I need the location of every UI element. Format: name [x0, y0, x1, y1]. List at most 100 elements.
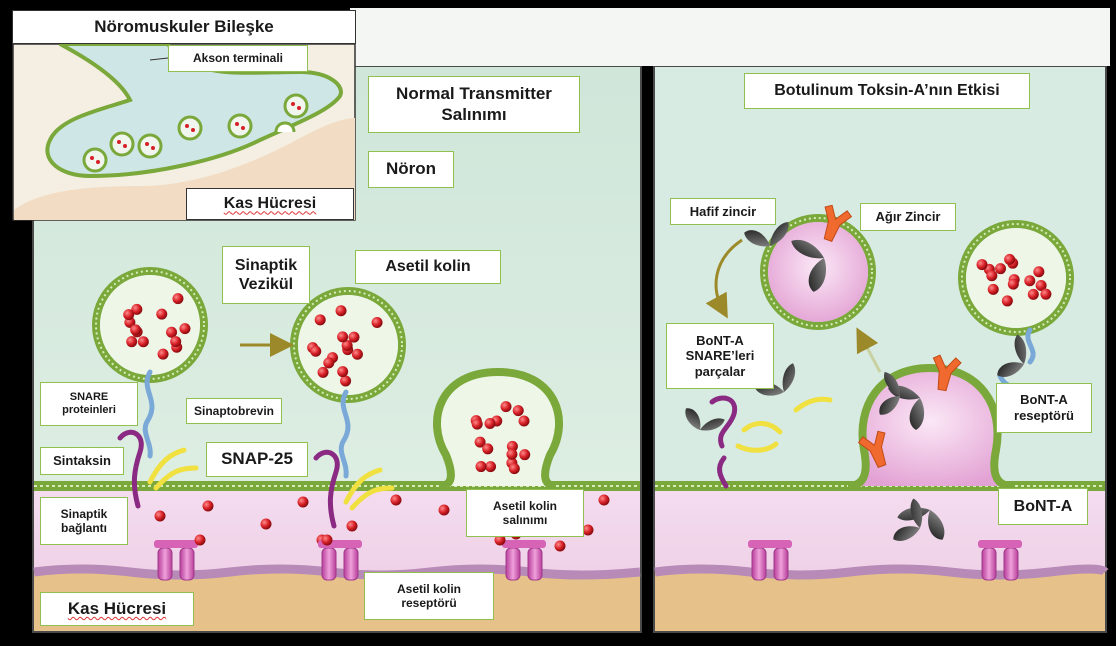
- inset-vesicle-dot-a-0: [90, 156, 94, 160]
- snap25-label: SNAP-25: [206, 442, 308, 477]
- ach-v2-14: [337, 331, 348, 342]
- ach-receptor-label: Asetil kolin reseptörü: [364, 572, 494, 620]
- light-chain-label: Hafif zincir: [670, 198, 776, 225]
- receptor-1-ach: [195, 535, 206, 546]
- inset-vesicle-dot-b-2: [191, 128, 195, 132]
- inset-fusion-pore: [276, 123, 294, 132]
- vesicle-1: [96, 271, 204, 379]
- inset-vesicle-dot-a-4: [291, 102, 295, 106]
- normal-release-title: Normal Transmitter Salınımı: [368, 76, 580, 133]
- inset-vesicle-dot-a-1: [145, 142, 149, 146]
- ach-v2-2: [340, 375, 351, 386]
- axon-terminal-label: Akson terminali: [168, 45, 308, 72]
- receptor-5-cap: [978, 540, 1022, 548]
- botulinum-title: Botulinum Toksin-A’nın Etkisi: [744, 73, 1030, 109]
- inset-vesicle-1: [139, 135, 161, 157]
- ach-rv2-2: [1033, 266, 1044, 277]
- ach-fusing-5: [506, 449, 517, 460]
- cleft-ach-5: [391, 495, 402, 506]
- inset-vesicle-dot-b-0: [96, 160, 100, 164]
- cleft-ach-9: [583, 525, 594, 536]
- synaptobrevin-label: Sinaptobrevin: [186, 398, 282, 424]
- ach-v2-12: [323, 357, 334, 368]
- ach-rv2-11: [1040, 289, 1051, 300]
- cleft-ach-3: [298, 497, 309, 508]
- receptor-3-left: [506, 548, 520, 580]
- receptor-3-ach-b: [555, 541, 566, 552]
- inset-vesicle-5: [111, 133, 133, 155]
- ach-v2-3: [336, 305, 347, 316]
- ach-v2-10: [348, 332, 359, 343]
- cleaves-snares-label: BoNT-A SNARE’leri parçalar: [666, 323, 774, 389]
- ach-v1-9: [138, 336, 149, 347]
- ach-fusing-0: [513, 405, 524, 416]
- inset-vesicle-4: [285, 95, 307, 117]
- receptor-4-right: [774, 548, 788, 580]
- ach-fusing-13: [482, 443, 493, 454]
- receptor-3-cap: [502, 540, 546, 548]
- snare-proteins-label: SNARE proteinleri: [40, 382, 138, 426]
- ach-fusing-15: [519, 449, 530, 460]
- ach-rv2-5: [1028, 289, 1039, 300]
- synaptic-vesicle-label: Sinaptik Vezikül: [222, 246, 310, 304]
- inset-muscle-label: Kas Hücresi: [186, 188, 354, 220]
- cleft-ach-4: [347, 521, 358, 532]
- ach-v2-6: [337, 366, 348, 377]
- receptor-2-ach: [322, 535, 333, 546]
- ach-v2-13: [310, 346, 321, 357]
- ach-v1-13: [123, 309, 134, 320]
- inset-vesicle-dot-b-4: [297, 106, 301, 110]
- ach-fusing-14: [472, 419, 483, 430]
- inset-vesicle-dot-b-5: [123, 144, 127, 148]
- ach-fusing-7: [485, 461, 496, 472]
- ach-fusing-4: [519, 416, 530, 427]
- receptor-5-right: [1004, 548, 1018, 580]
- receptor-4-left: [752, 548, 766, 580]
- receptor-1-cap: [154, 540, 198, 548]
- inset-vesicle-0: [84, 149, 106, 171]
- ach-rv2-10: [986, 270, 997, 281]
- ach-v2-5: [352, 349, 363, 360]
- inset-vesicle-dot-b-3: [241, 126, 245, 130]
- ach-rv2-13: [1002, 295, 1013, 306]
- heavy-chain-label: Ağır Zincir: [860, 203, 956, 231]
- receptor-4-cap: [748, 540, 792, 548]
- cleft-ach-0: [155, 511, 166, 522]
- ach-fusing-6: [509, 463, 520, 474]
- ach-fusing-11: [501, 401, 512, 412]
- cleft-ach-10: [599, 495, 610, 506]
- inset-vesicle-2: [179, 117, 201, 139]
- ach-rv2-3: [988, 284, 999, 295]
- ach-v2-1: [315, 314, 326, 325]
- ach-v1-12: [130, 324, 141, 335]
- inset-vesicle-dot-b-1: [151, 146, 155, 150]
- right-muscle-cytoplasm: [655, 572, 1105, 631]
- ach-v2-0: [318, 367, 329, 378]
- inset-vesicle-dot-a-3: [235, 122, 239, 126]
- receptor-2-right: [344, 548, 358, 580]
- synaptic-junction-label: Sinaptik bağlantı: [40, 497, 128, 545]
- receptor-1-right: [180, 548, 194, 580]
- fusing-vesicle: [437, 372, 559, 486]
- ach-v1-2: [156, 309, 167, 320]
- inset-title: Nöromuskuler Bileşke: [12, 10, 356, 44]
- receptor-2-left: [322, 548, 336, 580]
- acetylcholine-label: Asetil kolin: [355, 250, 501, 284]
- left-muscle-membrane: [34, 569, 640, 575]
- inset-vesicle-dot-a-5: [117, 140, 121, 144]
- bont-toxin-label: BoNT-A: [998, 488, 1088, 525]
- ach-rv2-6: [1024, 275, 1035, 286]
- ach-release-label: Asetil kolin salınımı: [466, 489, 584, 537]
- vesicle-2: [294, 291, 402, 399]
- receptor-5-left: [982, 548, 996, 580]
- inset-vesicle-dot-a-2: [185, 124, 189, 128]
- bont-receptor-label: BoNT-A reseptörü: [996, 383, 1092, 433]
- ach-rv2-7: [1004, 254, 1015, 265]
- ach-v1-0: [172, 293, 183, 304]
- cleft-ach-6: [439, 505, 450, 516]
- neuron-label: Nöron: [368, 151, 454, 188]
- ach-rv2-12: [1008, 279, 1019, 290]
- muscle-cell-label: Kas Hücresi: [40, 592, 194, 626]
- ach-v2-7: [372, 317, 383, 328]
